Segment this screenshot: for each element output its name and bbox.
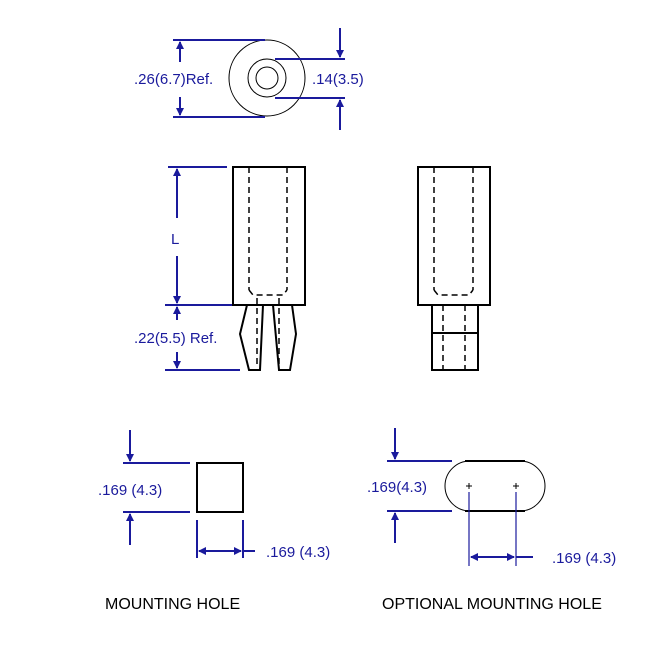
optional-pitch-label: .169 (4.3): [552, 550, 616, 567]
center-marks: [466, 483, 519, 489]
mounting-hole-caption: MOUNTING HOLE: [105, 596, 240, 613]
optional-height-label: .169(4.3): [367, 479, 427, 496]
top-view: .26(6.7)Ref. .14(3.5): [134, 28, 364, 130]
inner-circle: [255, 66, 279, 90]
square-hole: [196, 462, 244, 513]
mounting-height-label: .169 (4.3): [98, 482, 162, 499]
outer-circle: [228, 39, 306, 117]
length-dimension: L: [165, 166, 232, 306]
side-view-stud: [417, 166, 491, 371]
slot-hole: [444, 460, 546, 512]
middle-circle: [247, 58, 287, 98]
diameter-label: .26(6.7)Ref.: [134, 71, 213, 88]
side-view-legs: L .22(5.5) Ref.: [134, 166, 306, 371]
leg-label: .22(5.5) Ref.: [134, 330, 217, 347]
optional-mounting-hole: .169(4.3) .169 (4.3) OPTIONAL MOUNTING H…: [367, 428, 616, 613]
optional-mounting-hole-caption: OPTIONAL MOUNTING HOLE: [382, 596, 602, 613]
length-label: L: [171, 231, 179, 248]
mounting-hole: .169 (4.3) .169 (4.3) MOUNTING HOLE: [98, 430, 330, 613]
hole-dimension: .14(3.5): [275, 28, 364, 130]
diameter-dimension: .26(6.7)Ref.: [134, 39, 265, 118]
mounting-width-label: .169 (4.3): [266, 544, 330, 561]
leg-dimension: .22(5.5) Ref.: [134, 306, 240, 371]
hole-label: .14(3.5): [312, 71, 364, 88]
